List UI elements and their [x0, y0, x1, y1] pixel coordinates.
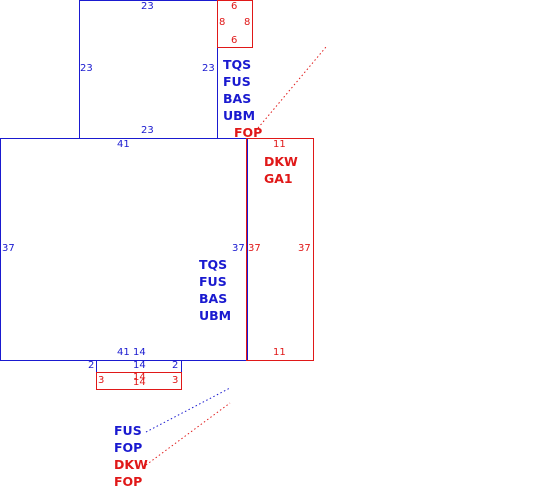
main-code: FUS: [199, 274, 227, 289]
right-red-room-top-dim: 11: [273, 139, 286, 150]
main-room-right-dim: 37: [232, 243, 245, 254]
bottom-code: FOP: [114, 474, 143, 489]
main-room-top-dim: 41: [117, 139, 130, 150]
step-red-right-dim: 3: [172, 375, 179, 386]
upper-room-top-dim: 23: [141, 1, 154, 12]
bottom-code: FOP: [114, 440, 143, 455]
main-room-left-dim: 37: [2, 243, 15, 254]
upper-room-left-dim: 23: [80, 63, 93, 74]
right-red-room-codes: DKW GA1: [264, 153, 298, 187]
upper-room-right-dim: 23: [202, 63, 215, 74]
upper-room-outline: [79, 0, 218, 139]
main-code: UBM: [199, 308, 232, 323]
step-blue-left-dim: 2: [88, 360, 95, 371]
main-room-outline: [0, 138, 248, 361]
step-red-outline: [96, 372, 182, 390]
bottom-code: FUS: [114, 423, 142, 438]
bottom-dkw-leader: [145, 402, 231, 466]
upper-code: UBM: [223, 108, 256, 123]
step-red-bottom-dim: 14: [133, 377, 146, 388]
main-room-bottom-right-dim: 14: [133, 347, 146, 358]
main-room-bottom-left-dim: 41: [117, 347, 130, 358]
right-red-room-bottom-dim: 11: [273, 347, 286, 358]
small-red-box-right-dim: 8: [244, 17, 251, 28]
upper-code-list: TQS FUS BAS UBM: [223, 56, 255, 124]
right-red-room-code: GA1: [264, 171, 293, 186]
upper-code: TQS: [223, 57, 252, 72]
right-red-room-left-dim: 37: [248, 243, 261, 254]
small-red-box-left-dim: 8: [219, 17, 226, 28]
step-red-top-dim: 14: [133, 372, 146, 383]
bottom-code: DKW: [114, 457, 148, 472]
step-blue-top-dim: 14: [133, 360, 146, 371]
upper-code: FUS: [223, 74, 251, 89]
upper-fop-leader: [257, 46, 327, 129]
step-red-left-dim: 3: [98, 375, 105, 386]
step-blue-right-dim: 2: [172, 360, 179, 371]
main-code: BAS: [199, 291, 228, 306]
upper-red-code: FOP: [234, 125, 263, 140]
bottom-code-list: FUS FOP DKW FOP: [114, 422, 148, 490]
bottom-fus-leader: [145, 387, 231, 433]
main-code: TQS: [199, 257, 228, 272]
right-red-room-outline: [246, 138, 314, 361]
right-red-room-right-dim: 37: [298, 243, 311, 254]
small-red-box-outline: [217, 0, 253, 48]
main-code-list: TQS FUS BAS UBM: [199, 256, 231, 324]
upper-room-bottom-dim: 23: [141, 125, 154, 136]
right-red-room-code: DKW: [264, 154, 298, 169]
small-red-box-top-dim: 6: [231, 1, 238, 12]
upper-code: BAS: [223, 91, 252, 106]
small-red-box-bottom-dim: 6: [231, 35, 238, 46]
